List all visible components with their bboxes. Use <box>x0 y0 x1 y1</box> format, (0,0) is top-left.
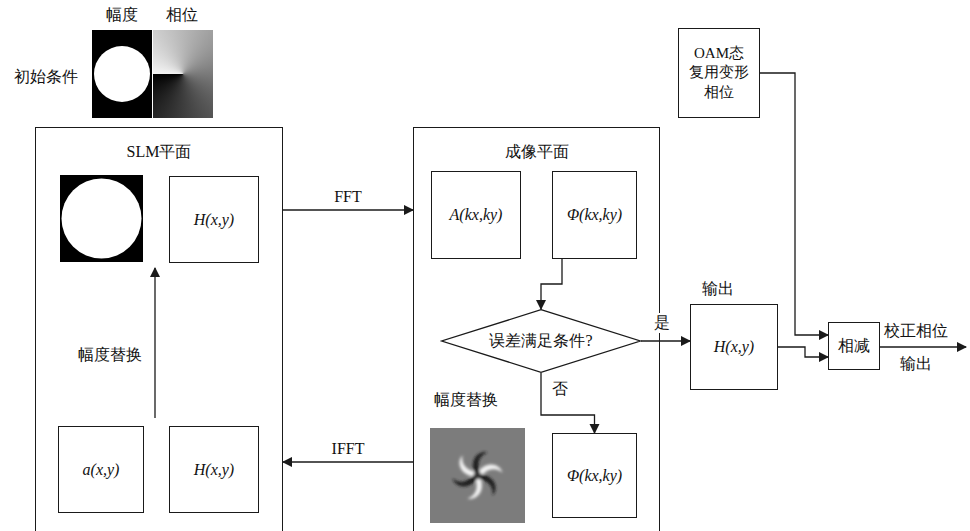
connector <box>760 73 828 335</box>
process-box: H(x,y) <box>169 426 259 513</box>
process-box: a(x,y) <box>58 426 144 513</box>
node-text: 相减 <box>838 336 870 355</box>
process-box: Φ(kx,ky) <box>552 433 637 518</box>
edge-label: FFT <box>332 187 364 206</box>
output-arrow <box>880 346 966 347</box>
output-label: 输出 <box>702 279 734 298</box>
image-label: 相位 <box>166 5 198 24</box>
phase-map <box>153 30 213 118</box>
connector <box>641 340 690 341</box>
process-box: Φ(kx,ky) <box>552 171 637 259</box>
connector <box>283 209 413 210</box>
step-label: 幅度替换 <box>434 390 498 409</box>
replace-arrow <box>154 268 155 418</box>
connector <box>283 461 413 462</box>
node-text: H(x,y) <box>194 210 234 229</box>
connector <box>541 259 562 309</box>
node-text: Φ(kx,ky) <box>567 466 622 485</box>
node-text: OAM态 复用变形 相位 <box>686 44 752 103</box>
plane-box: SLM平面 H(x,y) a(x,y) H(x,y) <box>35 127 283 531</box>
node-text: a(x,y) <box>83 460 120 479</box>
vortex-intensity <box>430 428 525 523</box>
amplitude-map <box>60 175 143 262</box>
image-label: 幅度 <box>106 5 138 24</box>
edge-label: 否 <box>550 379 570 398</box>
output-label: 校正相位 <box>884 321 948 340</box>
edge-label: IFFT <box>330 439 367 458</box>
node-text: 误差满足条件? <box>489 331 592 350</box>
edge-label: 是 <box>652 313 672 332</box>
connector <box>541 373 595 433</box>
plane-title: 成像平面 <box>414 128 659 161</box>
decision-diamond: 误差满足条件? <box>441 309 641 373</box>
connector <box>778 347 828 357</box>
node-text: Φ(kx,ky) <box>567 205 622 224</box>
output-label: 输出 <box>900 354 932 373</box>
step-label: 幅度替换 <box>78 345 142 364</box>
plane-title: SLM平面 <box>36 128 282 161</box>
subtract-box: 相减 <box>828 322 880 370</box>
phase-box: OAM态 复用变形 相位 <box>678 28 760 118</box>
process-box: H(x,y) <box>169 176 259 263</box>
side-label: 初始条件 <box>14 67 78 86</box>
amplitude-map <box>92 30 152 118</box>
node-text: H(x,y) <box>194 460 234 479</box>
plane-box: 成像平面 A(kx,ky) Φ(kx,ky) 误差满足条件? Φ(kx,ky) <box>413 127 660 531</box>
node-text: A(kx,ky) <box>450 205 503 224</box>
node-text: H(x,y) <box>714 337 754 356</box>
process-box: A(kx,ky) <box>431 171 521 259</box>
output-box: H(x,y) <box>690 304 778 390</box>
diamond-shape <box>442 310 641 373</box>
